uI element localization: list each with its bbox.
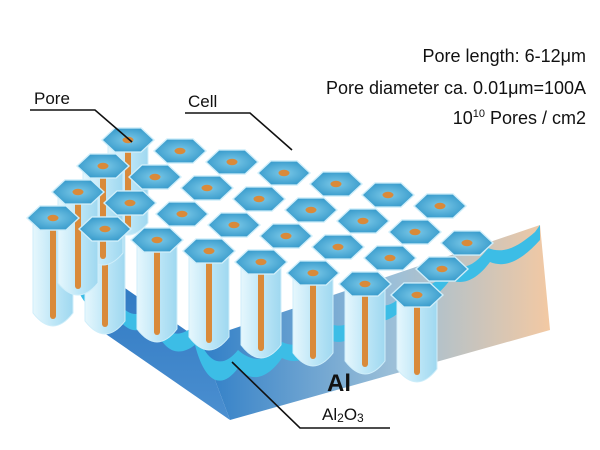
hexagonal-cell <box>362 245 418 271</box>
cell-tube <box>396 294 438 383</box>
cell-leader-line <box>185 112 293 151</box>
oxide-label-o: O <box>343 405 358 424</box>
hexagonal-cell <box>152 138 208 164</box>
hexagonal-cell <box>258 223 314 249</box>
hexagonal-cell-array <box>25 127 495 308</box>
hexagonal-cell <box>412 193 468 219</box>
hexagonal-cell <box>181 238 237 264</box>
pore-opening <box>253 195 265 203</box>
hexagonal-cell <box>77 216 133 242</box>
pore-opening <box>436 265 448 273</box>
pore-opening <box>124 199 136 207</box>
oxide-label-3: 3 <box>357 411 364 425</box>
pore-opening <box>434 202 446 210</box>
pore-opening <box>382 191 394 199</box>
pore-channel <box>414 295 420 375</box>
hexagonal-cell <box>50 179 106 205</box>
pore-opening <box>226 158 238 166</box>
pore-leader-line <box>30 109 133 143</box>
pore-opening <box>151 236 163 244</box>
pore-length-text: Pore length: 6-12μm <box>422 46 586 66</box>
cell-tube <box>240 261 282 359</box>
pore-opening <box>176 210 188 218</box>
hexagonal-cell <box>206 212 262 238</box>
hexagonal-cell <box>285 260 341 286</box>
hexagonal-cell <box>100 127 156 153</box>
cell-tube <box>344 283 386 375</box>
hexagonal-cell <box>233 249 289 275</box>
pore-opening <box>47 214 59 222</box>
hexagonal-cell <box>337 271 393 297</box>
hexagonal-cell <box>204 149 260 175</box>
pore-opening <box>255 258 267 266</box>
pore-opening <box>409 228 421 236</box>
hexagonal-cell <box>310 234 366 260</box>
cell-tube <box>136 239 178 343</box>
pore-label: Pore <box>34 89 70 108</box>
hexagonal-cell <box>102 190 158 216</box>
pore-density-text: 1010 Pores / cm2 <box>453 108 586 129</box>
cell-tube <box>292 272 334 367</box>
cell-label: Cell <box>188 92 218 111</box>
pore-opening <box>201 184 213 192</box>
hexagonal-cell <box>25 205 81 231</box>
cell-tube <box>188 250 230 351</box>
pore-channel <box>50 218 56 319</box>
hexagonal-cell <box>414 256 470 282</box>
pore-density-unit: Pores / cm2 <box>484 108 586 128</box>
pore-diameter-text: Pore diameter ca. 0.01μm=100A <box>325 78 586 98</box>
pore-channel <box>258 262 264 351</box>
hexagonal-cell <box>335 208 391 234</box>
pore-opening <box>359 280 371 288</box>
pore-opening <box>99 225 111 233</box>
pore-opening <box>278 169 290 177</box>
pore-opening <box>72 188 84 196</box>
hexagonal-cell <box>360 182 416 208</box>
hexagonal-cell <box>389 282 445 308</box>
pore-opening <box>97 162 109 170</box>
aluminium-label: Al <box>327 370 351 397</box>
hexagonal-cell <box>231 186 287 212</box>
pore-opening <box>305 206 317 214</box>
pore-opening <box>332 243 344 251</box>
pore-opening <box>411 291 423 299</box>
oxide-label-2: 2 <box>337 411 344 425</box>
pore-channel <box>154 240 160 335</box>
pore-opening <box>307 269 319 277</box>
hexagonal-cell <box>439 230 495 256</box>
cell-columns <box>32 139 438 383</box>
oxide-label-al: Al <box>322 405 338 424</box>
pore-opening <box>174 147 186 155</box>
pore-opening <box>357 217 369 225</box>
pore-opening <box>280 232 292 240</box>
hexagonal-cell <box>154 201 210 227</box>
oxide-leader-line <box>231 361 390 429</box>
pore-opening <box>203 247 215 255</box>
pore-channel <box>206 251 212 343</box>
pore-opening <box>330 180 342 188</box>
hexagonal-cell <box>387 219 443 245</box>
pore-opening <box>228 221 240 229</box>
hexagonal-cell <box>256 160 312 186</box>
hexagonal-cell <box>283 197 339 223</box>
pore-opening <box>384 254 396 262</box>
pore-opening <box>149 173 161 181</box>
pore-opening <box>461 239 473 247</box>
pore-density-exponent: 10 <box>472 108 485 120</box>
pore-density-base: 10 <box>452 108 473 128</box>
hexagonal-cell <box>129 227 185 253</box>
hexagonal-cell <box>179 175 235 201</box>
hexagonal-cell <box>75 153 131 179</box>
oxide-label: Al2O3 <box>322 405 364 425</box>
hexagonal-cell <box>308 171 364 197</box>
pore-channel <box>310 273 316 359</box>
oxide-barrier-layer <box>70 225 540 381</box>
hexagonal-cell <box>127 164 183 190</box>
pore-channel <box>362 284 368 367</box>
